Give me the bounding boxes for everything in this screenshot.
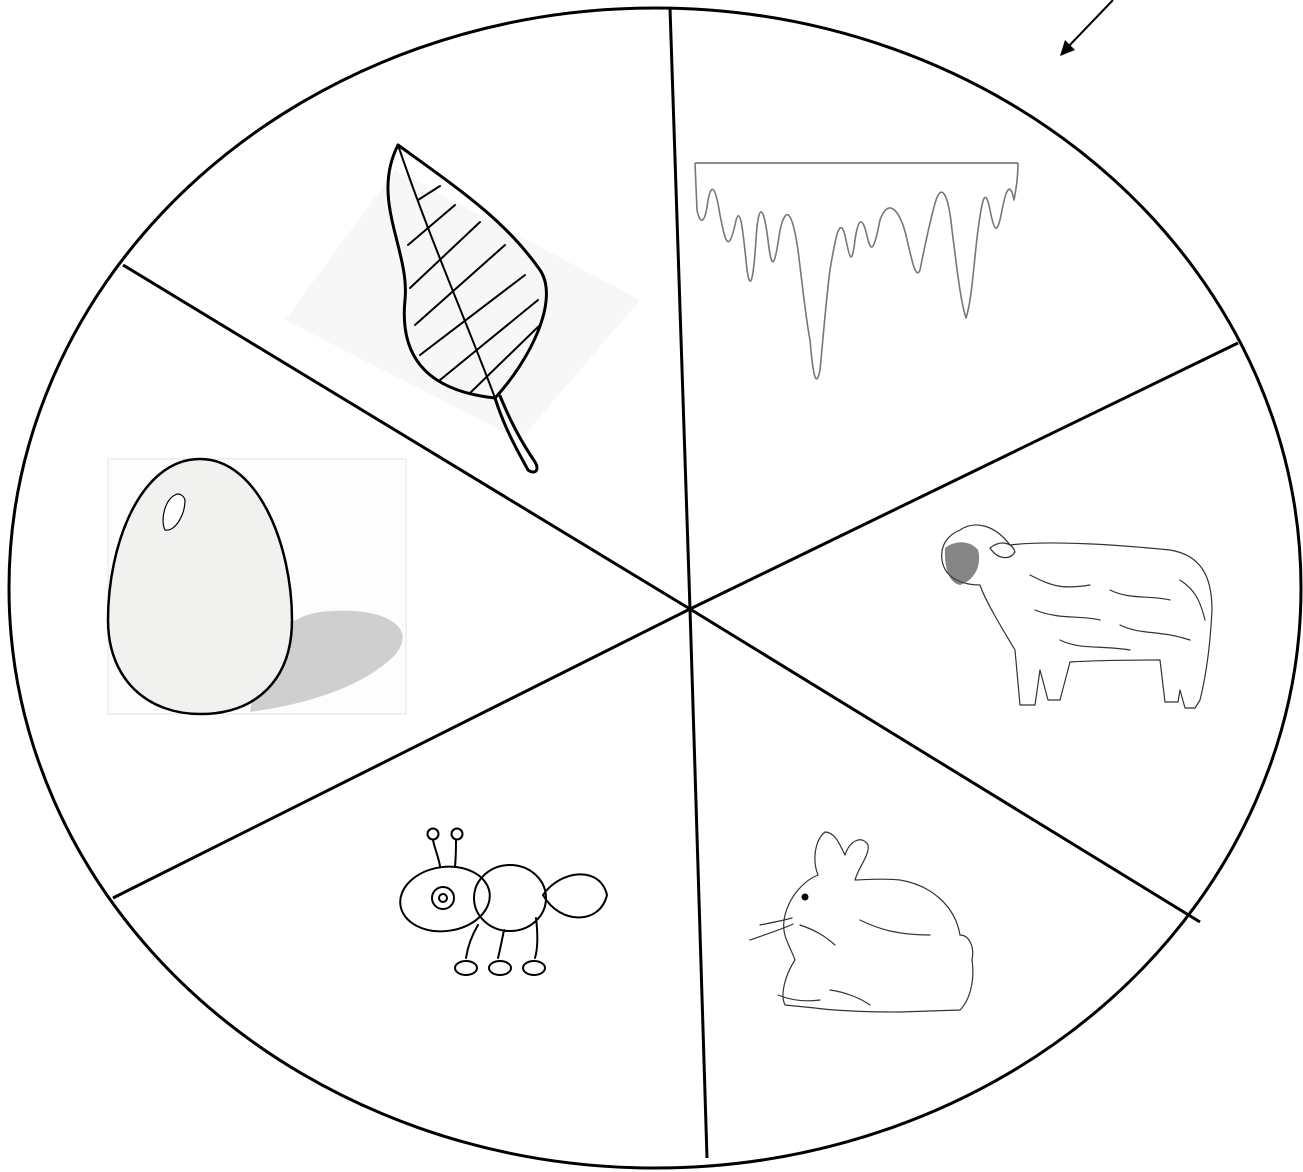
egg-icon: [108, 459, 406, 714]
arrow-icon: [1060, 0, 1113, 56]
